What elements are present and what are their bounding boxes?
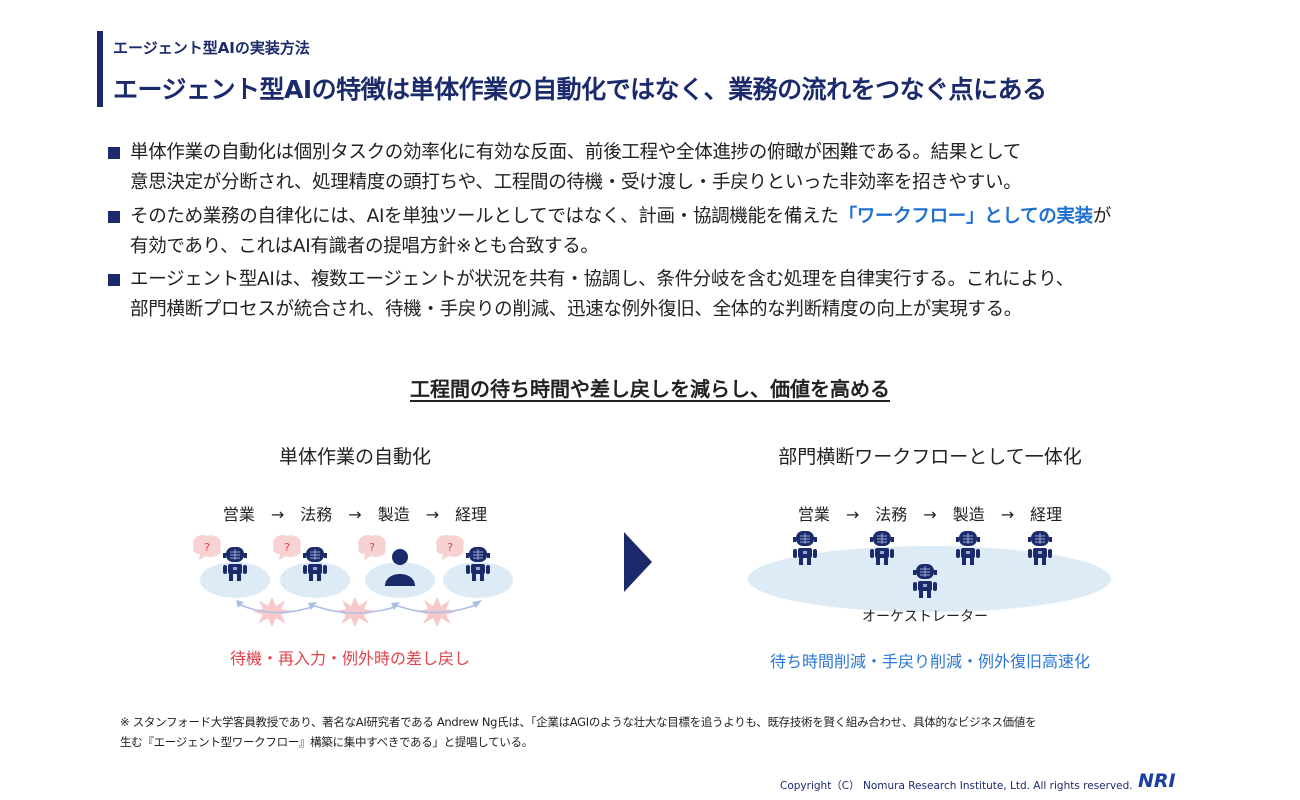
handoff-arrows — [236, 600, 482, 614]
right-caption: 待ち時間削減・手戻り削減・例外復旧高速化 — [769, 652, 1090, 671]
page-title: エージェント型AIの特徴は単体作業の自動化ではなく、業務の流れをつなぐ点にある — [113, 75, 1047, 104]
right-process: 営業 → 法務 → 製造 → 経理 — [797, 505, 1063, 524]
ai-robot-icon — [953, 530, 983, 566]
question-mark: ? — [447, 541, 453, 554]
copyright: Copyright（C） Nomura Research Institute, … — [780, 780, 1133, 792]
bullet-square-icon — [108, 147, 120, 159]
ai-robot-icon — [463, 546, 493, 582]
bullet-text: 有効であり、これはAI有識者の提唱方針※とも合致する。 — [130, 236, 599, 257]
bullet-square-icon — [108, 274, 120, 286]
bullet-text: が — [1092, 206, 1112, 227]
footnote-line: ※ スタンフォード大学客員教授であり、著名なAI研究者である Andrew Ng… — [120, 715, 1037, 729]
question-bubble-icon: ? — [193, 535, 221, 560]
bullet-square-icon — [108, 211, 120, 223]
page-subtitle: エージェント型AIの実装方法 — [113, 39, 310, 57]
orchestrator-label: オーケストレーター — [862, 609, 988, 625]
bullet-text: 意思決定が分断され、処理精度の頭打ちや、工程間の待機・受け渡し・手戻りといった非… — [130, 172, 1022, 193]
bullet-text: エージェント型AIは、複数エージェントが状況を共有・協調し、条件分岐を含む処理を… — [130, 269, 1074, 290]
left-title: 単体作業の自動化 — [278, 446, 431, 468]
nri-logo: NRI — [1138, 770, 1176, 792]
question-bubble-icon: ? — [436, 535, 464, 560]
human-user-icon — [385, 549, 415, 586]
question-mark: ? — [369, 541, 375, 554]
right-title: 部門横断ワークフローとして一体化 — [778, 446, 1082, 468]
diagram-heading: 工程間の待ち時間や差し戻しを減らし、価値を高める — [410, 377, 890, 401]
highlight-text: 「ワークフロー」としての実装 — [838, 206, 1094, 227]
question-bubble-icon: ? — [358, 535, 386, 560]
bullet-1: 単体作業の自動化は個別タスクの効率化に有効な反面、前後工程や全体進捗の俯瞰が困難… — [108, 138, 1208, 198]
left-process: 営業 → 法務 → 製造 → 経理 — [222, 505, 488, 524]
transition-arrow-icon — [624, 532, 652, 592]
footnote: ※ スタンフォード大学客員教授であり、著名なAI研究者である Andrew Ng… — [120, 712, 1200, 752]
bullet-2: そのため業務の自律化には、AIを単独ツールとしてではなく、計画・協調機能を備えた… — [108, 202, 1208, 262]
bullet-text: 部門横断プロセスが統合され、待機・手戻りの削減、迅速な例外復旧、全体的な判断精度… — [130, 299, 1022, 320]
ai-robot-icon — [1025, 530, 1055, 566]
ai-robot-icon — [300, 546, 330, 582]
ai-robot-icon — [867, 530, 897, 566]
bullet-text: 単体作業の自動化は個別タスクの効率化に有効な反面、前後工程や全体進捗の俯瞰が困難… — [130, 142, 1022, 163]
header-accent-bar — [97, 31, 103, 107]
bullet-3: エージェント型AIは、複数エージェントが状況を共有・協調し、条件分岐を含む処理を… — [108, 265, 1208, 325]
ai-robot-icon — [790, 530, 820, 566]
footnote-line: 生む『エージェント型ワークフロー』構築に集中すべきである」と提唱している。 — [120, 735, 533, 749]
question-bubble-icon: ? — [273, 535, 301, 560]
left-caption: 待機・再入力・例外時の差し戻し — [229, 649, 470, 668]
bullet-text: そのため業務の自律化には、AIを単独ツールとしてではなく、計画・協調機能を備えた — [130, 206, 839, 227]
question-mark: ? — [204, 541, 210, 554]
question-mark: ? — [284, 541, 290, 554]
orchestrator-robot-icon — [910, 563, 940, 599]
ai-robot-icon — [220, 546, 250, 582]
